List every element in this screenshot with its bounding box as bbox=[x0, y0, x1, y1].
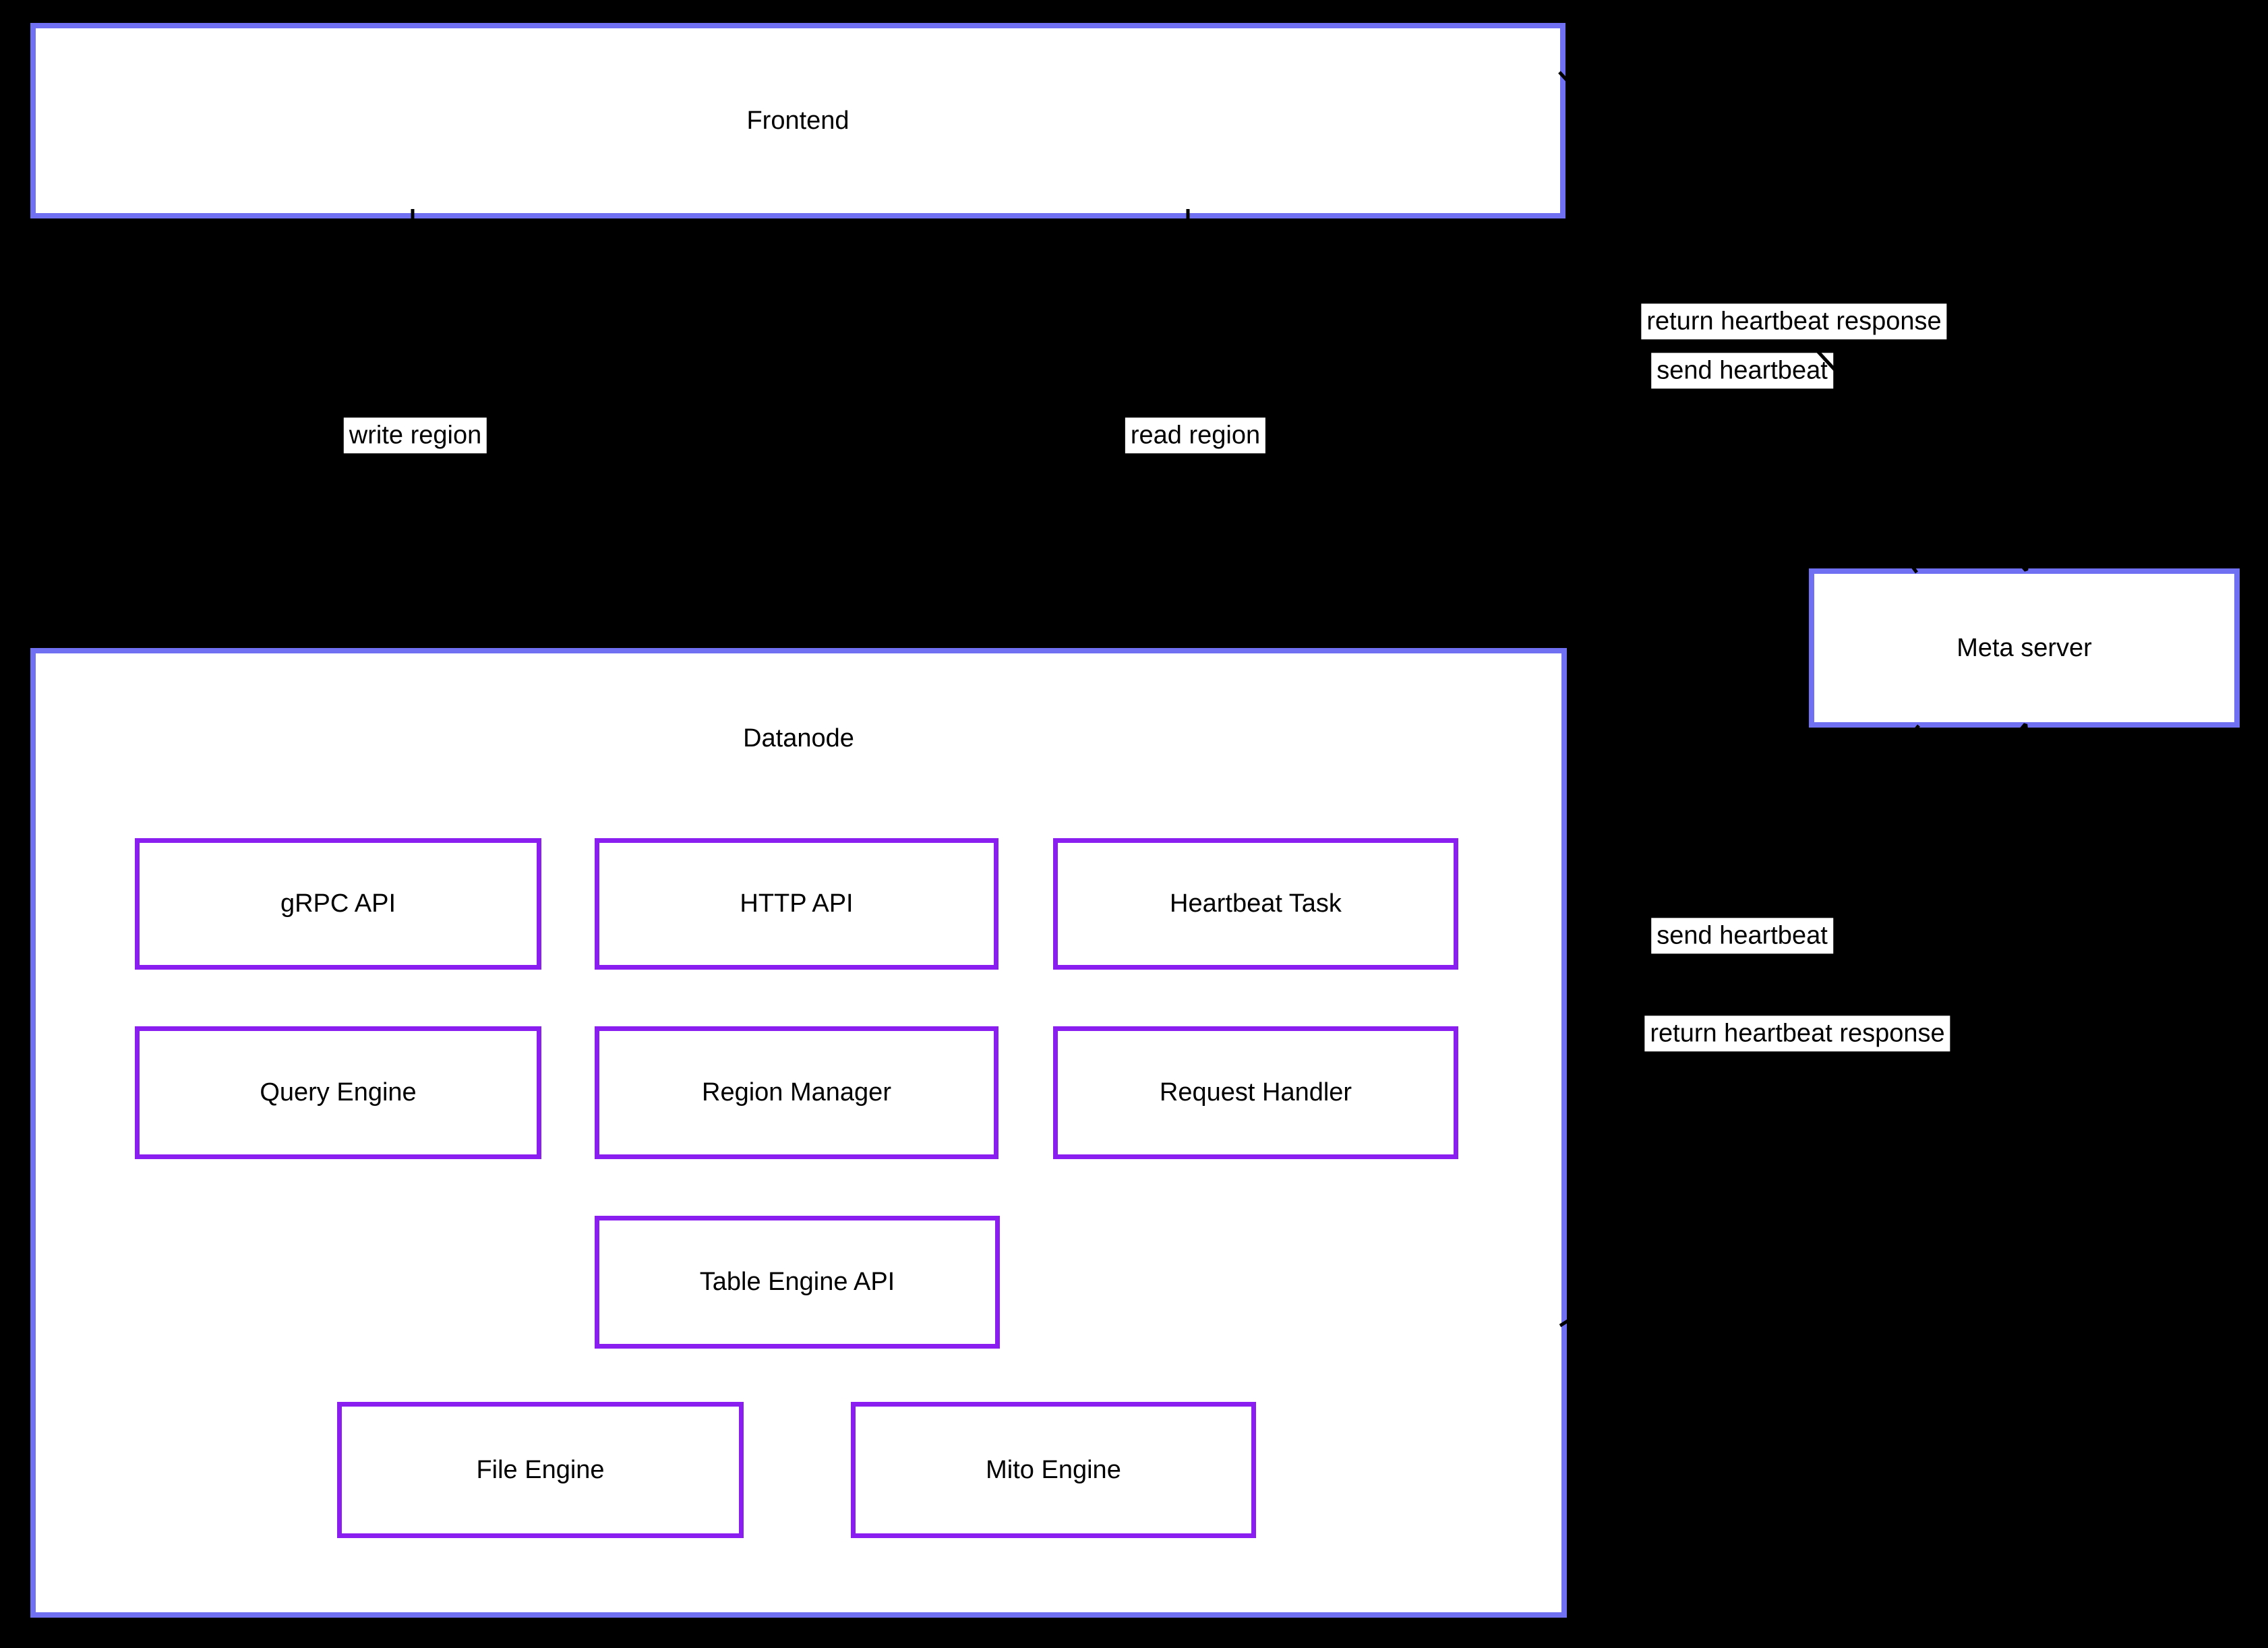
node-request-handler-label: Request Handler bbox=[1159, 1078, 1352, 1107]
edge-label-send-heartbeat-datanode: send heartbeat bbox=[1651, 918, 1833, 954]
edge-label-return-heartbeat-datanode: return heartbeat response bbox=[1644, 1016, 1950, 1052]
node-heartbeat-task: Heartbeat Task bbox=[1053, 838, 1458, 970]
node-http-api-label: HTTP API bbox=[740, 889, 854, 918]
node-grpc-api-label: gRPC API bbox=[280, 889, 396, 918]
node-frontend-label: Frontend bbox=[746, 106, 849, 135]
edge-label-send-heartbeat-frontend: send heartbeat bbox=[1651, 353, 1833, 389]
node-meta-server: Meta server bbox=[1809, 568, 2240, 728]
node-mito-engine-label: Mito Engine bbox=[986, 1455, 1121, 1484]
edge-label-read-region: read region bbox=[1125, 417, 1266, 454]
edge-label-return-heartbeat-frontend: return heartbeat response bbox=[1641, 303, 1947, 340]
node-file-engine: File Engine bbox=[337, 1402, 744, 1538]
node-query-engine: Query Engine bbox=[135, 1026, 541, 1159]
node-query-engine-label: Query Engine bbox=[260, 1078, 417, 1107]
node-table-engine-api-label: Table Engine API bbox=[699, 1268, 895, 1296]
node-http-api: HTTP API bbox=[595, 838, 998, 970]
edge-label-write-region: write region bbox=[343, 417, 487, 454]
node-meta-server-label: Meta server bbox=[1957, 633, 2092, 662]
node-region-manager: Region Manager bbox=[595, 1026, 998, 1159]
node-heartbeat-task-label: Heartbeat Task bbox=[1170, 889, 1342, 918]
node-datanode-label: Datanode bbox=[743, 724, 854, 753]
node-region-manager-label: Region Manager bbox=[702, 1078, 891, 1107]
node-file-engine-label: File Engine bbox=[476, 1455, 605, 1484]
node-grpc-api: gRPC API bbox=[135, 838, 541, 970]
node-request-handler: Request Handler bbox=[1053, 1026, 1458, 1159]
node-frontend: Frontend bbox=[30, 23, 1565, 218]
node-mito-engine: Mito Engine bbox=[851, 1402, 1256, 1538]
node-table-engine-api: Table Engine API bbox=[595, 1216, 1000, 1349]
